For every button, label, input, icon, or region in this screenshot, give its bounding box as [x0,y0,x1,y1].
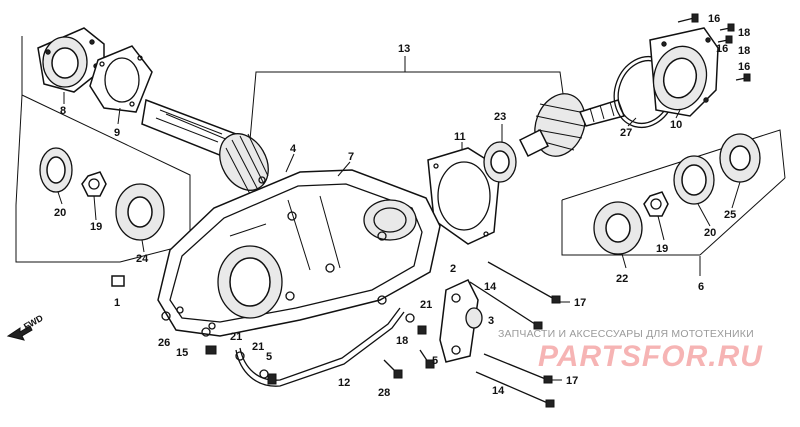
label-14b: 14 [492,385,505,397]
watermark-text: ЗАПЧАСТИ И АКСЕССУАРЫ ДЛЯ МОТОТЕХНИКИ [498,328,754,340]
left-group-bracket [15,36,191,263]
label-19a: 19 [90,221,102,233]
label-24: 24 [136,253,149,265]
part-11-gasket [427,147,501,245]
bracket-13 [249,56,566,141]
stud-bolts-17 [483,261,561,384]
label-15: 15 [176,347,188,359]
label-17b: 17 [566,375,578,387]
label-10: 10 [670,119,682,131]
label-18c: 18 [396,335,408,347]
part-20-oil-seal-right [673,155,715,205]
label-17a: 17 [574,297,586,309]
label-4: 4 [290,143,297,155]
label-16b: 16 [716,43,728,55]
label-3: 3 [488,315,494,327]
label-26: 26 [158,337,170,349]
label-16a: 16 [708,13,720,25]
small-hardware [111,275,435,385]
label-20a: 20 [54,207,66,219]
label-5b: 5 [432,355,438,367]
right-group-bracket [561,129,786,256]
part-22-bearing-right [593,201,643,255]
label-9: 9 [114,127,120,139]
part-23-bearing [483,141,517,183]
fwd-label: FWD [22,313,45,332]
label-21b: 21 [230,331,242,343]
part-13-pinion-shaft [141,98,269,195]
part-13-ring-gear [518,93,625,158]
label-22: 22 [616,273,628,285]
part-19-lock-nut-right [643,191,669,217]
label-6: 6 [698,281,704,293]
label-18a: 18 [738,27,750,39]
bolts-16-18 [677,13,751,82]
label-27: 27 [620,127,632,139]
label-21a: 21 [420,299,432,311]
part-9-gasket [89,45,153,113]
label-14a: 14 [484,281,497,293]
label-7: 7 [348,151,354,163]
label-11: 11 [454,131,466,143]
leader-lines [57,92,741,381]
label-25: 25 [724,209,736,221]
label-12: 12 [338,377,350,389]
label-19b: 19 [656,243,668,255]
label-18b: 18 [738,45,750,57]
label-13: 13 [398,43,410,55]
part-3-collar [465,307,483,329]
fwd-arrow: FWD [6,313,45,341]
label-1: 1 [114,297,120,309]
label-2: 2 [450,263,456,275]
label-5a: 5 [266,351,272,363]
part-19-lock-nut-left [81,171,107,197]
part-2-bracket [439,279,479,363]
part-25-bearing-right [719,133,761,183]
label-20b: 20 [704,227,716,239]
part-10-final-case-cover [649,27,719,117]
label-23: 23 [494,111,506,123]
part-24-bearing-left [115,183,165,241]
label-28: 28 [378,387,390,399]
part-20-oil-seal-left [39,147,73,193]
watermark-logo: PARTSFOR.RU [538,340,763,373]
stud-bolts-14 [469,281,555,408]
label-16c: 16 [738,61,750,73]
part-7-final-gear-case [157,169,441,337]
label-8: 8 [60,105,66,117]
callout-labels: 1 2 3 4 5 5 6 7 8 9 10 11 12 13 14 14 15… [54,13,750,399]
label-21c: 21 [252,341,264,353]
